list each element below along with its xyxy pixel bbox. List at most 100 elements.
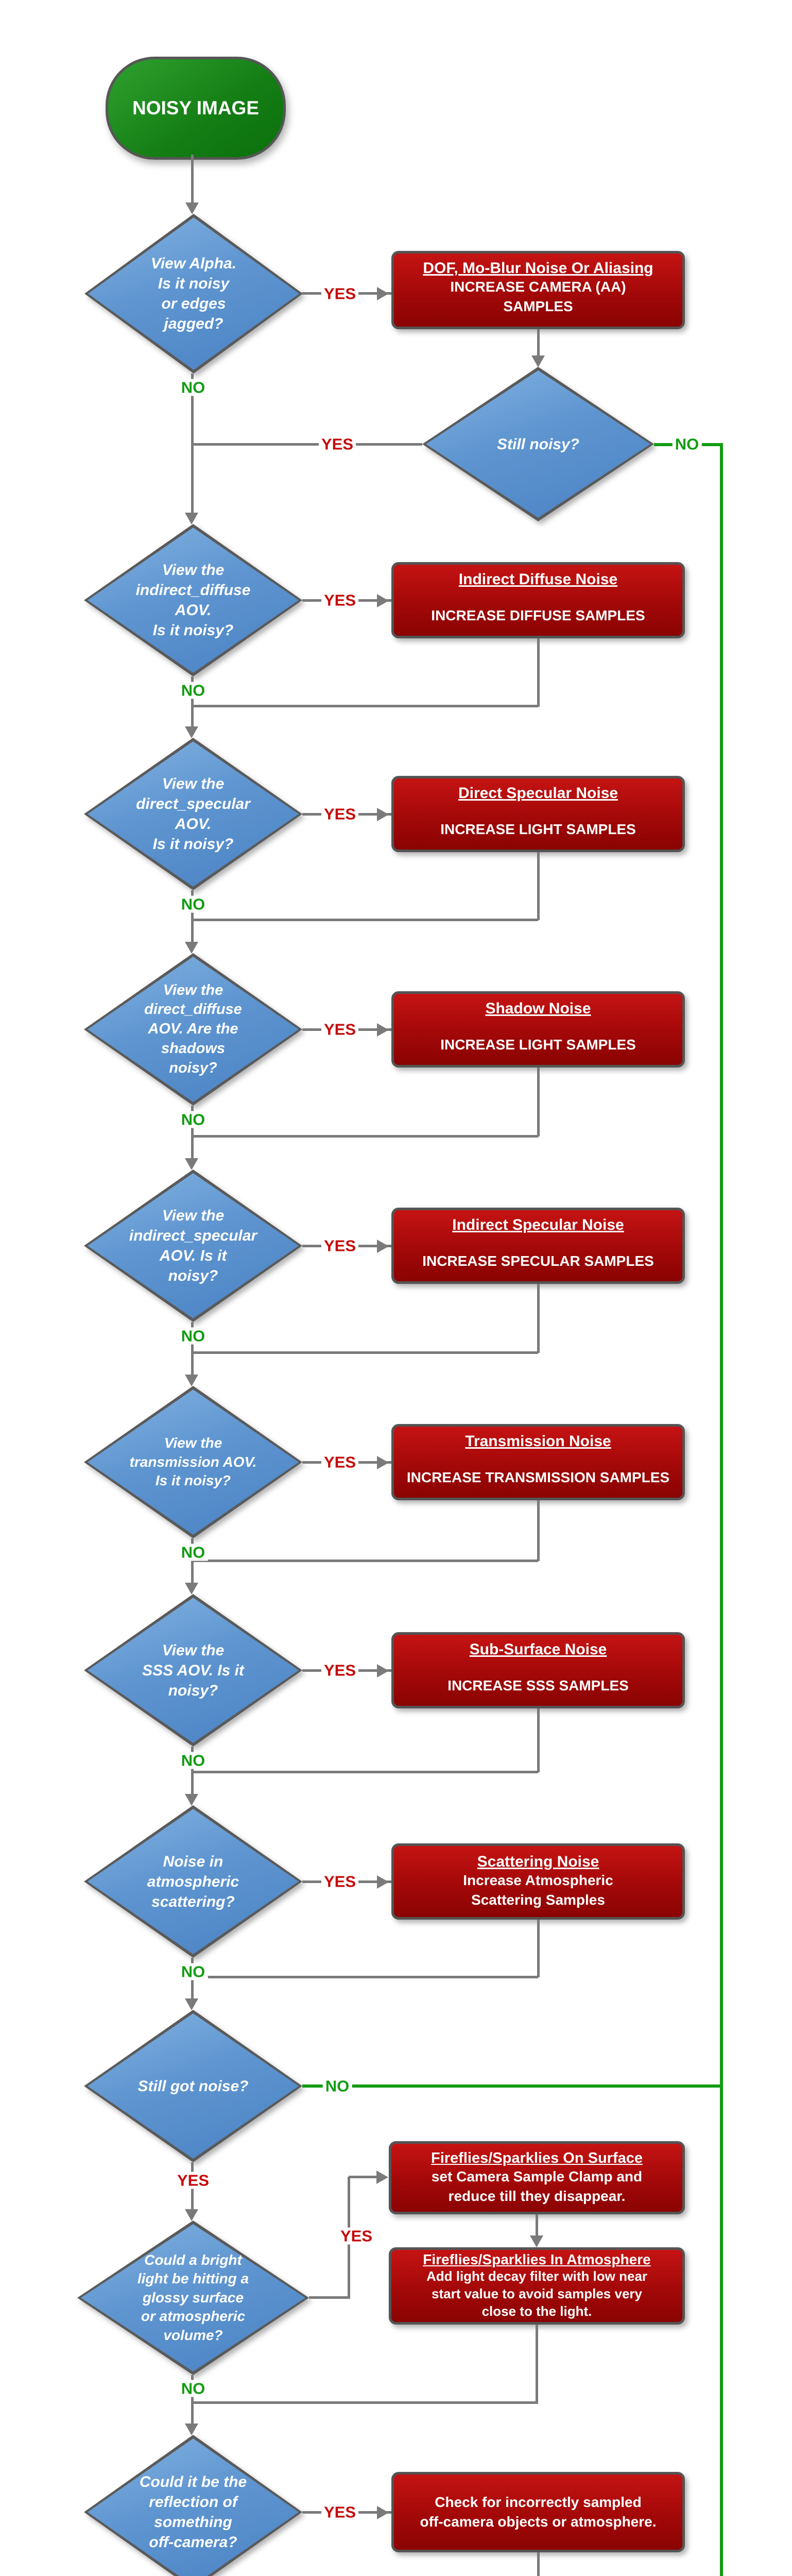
label-no-transmission: NO <box>178 1544 208 1561</box>
arrowhead <box>377 287 389 300</box>
arrowhead <box>185 2424 198 2435</box>
connector <box>537 2552 540 2576</box>
box-off-camera-body: Check for incorrectly sampled off-camera… <box>420 2494 657 2530</box>
connector <box>537 638 540 707</box>
diamond-still-got-noise-1-text: Still got noise? <box>137 2077 249 2095</box>
arrowhead <box>377 1875 389 1889</box>
diamond-scattering: Noise in atmospheric scattering? <box>84 1805 302 1958</box>
diamond-scattering-text: Noise in atmospheric scattering? <box>147 1853 239 1910</box>
box-dof-title: DOF, Mo-Blur Noise Or Aliasing <box>423 260 653 277</box>
box-fireflies-surface-body: set Camera Sample Clamp and reduce till … <box>431 2168 643 2204</box>
diamond-still-noisy: Still noisy? <box>422 367 654 521</box>
connector-green <box>302 2084 722 2088</box>
box-scattering: Scattering Noise Increase Atmospheric Sc… <box>391 1843 685 1920</box>
arrowhead <box>185 202 199 214</box>
label-yes-reflection: YES <box>321 2503 359 2521</box>
box-indirect-diffuse-body: INCREASE DIFFUSE SAMPLES <box>431 607 645 624</box>
connector <box>192 705 538 707</box>
connector <box>191 676 194 727</box>
connector <box>537 1920 540 1977</box>
connector <box>536 2325 538 2403</box>
box-indirect-diffuse-title: Indirect Diffuse Noise <box>458 571 618 588</box>
arrowhead <box>531 355 545 367</box>
diamond-direct-diffuse-text: View the direct_diffuse AOV. Are the sha… <box>144 981 242 1076</box>
connector <box>537 1708 540 1772</box>
box-fireflies-atmosphere-title: Fireflies/Sparklies In Atmosphere <box>423 2251 651 2268</box>
connector <box>192 1351 538 1354</box>
label-no-still-got-noise-1: NO <box>322 2077 352 2095</box>
connector <box>192 443 422 446</box>
box-sss-title: Sub-Surface Noise <box>469 1641 607 1658</box>
arrowhead <box>377 808 389 821</box>
connector <box>537 1284 540 1353</box>
connector <box>191 1747 194 1794</box>
connector <box>537 1500 540 1561</box>
box-sss-body: INCREASE SSS SAMPLES <box>447 1677 629 1694</box>
diamond-reflection: Could it be the reflection of something … <box>84 2435 302 2576</box>
diamond-reflection-text: Could it be the reflection of something … <box>139 2473 247 2551</box>
connector <box>191 1322 194 1375</box>
label-yes-bright-light: YES <box>337 2227 375 2245</box>
connector <box>191 2375 194 2424</box>
label-no-scattering: NO <box>178 1963 208 1980</box>
box-indirect-specular-title: Indirect Specular Noise <box>452 1216 624 1233</box>
label-yes-still-noisy: YES <box>318 435 356 453</box>
arrowhead <box>530 2235 543 2247</box>
box-fireflies-surface: Fireflies/Sparklies On Surface set Camer… <box>389 2141 685 2214</box>
box-sss: Sub-Surface Noise INCREASE SSS SAMPLES <box>391 1632 685 1708</box>
label-yes-sss: YES <box>321 1662 359 1679</box>
arrowhead <box>185 513 198 524</box>
box-direct-specular: Direct Specular Noise INCREASE LIGHT SAM… <box>391 776 685 852</box>
box-transmission-body: INCREASE TRANSMISSION SAMPLES <box>406 1469 670 1486</box>
box-fireflies-atmosphere: Fireflies/Sparklies In Atmosphere Add li… <box>389 2247 685 2325</box>
diamond-still-noisy-text: Still noisy? <box>496 435 580 453</box>
label-no-direct-specular: NO <box>178 895 208 913</box>
connector <box>537 329 540 356</box>
arrowhead <box>377 2506 389 2519</box>
diamond-indirect-diffuse-text: View the indirect_diffuse AOV. Is it noi… <box>135 562 251 639</box>
diamond-indirect-specular-text: View the indirect_specular AOV. Is it no… <box>129 1207 257 1284</box>
diamond-sss: View the SSS AOV. Is it noisy? <box>84 1594 302 1747</box>
label-no-indirect-specular: NO <box>178 1327 208 1345</box>
diamond-direct-specular-text: View the direct_specular AOV. Is it nois… <box>136 775 250 853</box>
diamond-sss-text: View the SSS AOV. Is it noisy? <box>142 1641 244 1699</box>
connector <box>191 155 194 203</box>
box-scattering-body: Increase Atmospheric Scattering Samples <box>463 1872 613 1908</box>
box-shadow-body: INCREASE LIGHT SAMPLES <box>440 1037 636 1053</box>
box-off-camera: Check for incorrectly sampled off-camera… <box>391 2472 685 2552</box>
box-transmission: Transmission Noise INCREASE TRANSMISSION… <box>391 1424 685 1500</box>
label-yes-scattering: YES <box>321 1873 359 1890</box>
connector <box>537 852 540 920</box>
box-indirect-specular: Indirect Specular Noise INCREASE SPECULA… <box>391 1208 685 1284</box>
box-indirect-specular-body: INCREASE SPECULAR SAMPLES <box>422 1253 654 1269</box>
diamond-still-got-noise-1: Still got noise? <box>84 2010 302 2162</box>
diamond-transmission-text: View the transmission AOV. Is it noisy? <box>129 1435 257 1489</box>
connector-green-rail <box>720 443 723 2576</box>
diamond-alpha: View Alpha. Is it noisy or edges jagged? <box>84 214 303 374</box>
arrowhead <box>377 1023 389 1037</box>
box-direct-specular-title: Direct Specular Noise <box>458 785 618 802</box>
diamond-alpha-text: View Alpha. Is it noisy or edges jagged? <box>150 255 237 332</box>
start-node: NOISY IMAGE <box>106 57 286 160</box>
box-direct-specular-body: INCREASE LIGHT SAMPLES <box>440 821 636 838</box>
connector <box>192 2401 538 2404</box>
box-shadow: Shadow Noise INCREASE LIGHT SAMPLES <box>391 991 685 1067</box>
connector <box>192 1976 538 1978</box>
label-yes-direct-diffuse: YES <box>321 1021 359 1038</box>
box-transmission-title: Transmission Noise <box>465 1433 611 1450</box>
arrowhead <box>185 2209 198 2221</box>
label-no-indirect-diffuse: NO <box>178 682 208 699</box>
box-dof-body: INCREASE CAMERA (AA) SAMPLES <box>450 279 626 315</box>
diamond-indirect-diffuse: View the indirect_diffuse AOV. Is it noi… <box>84 524 302 676</box>
arrowhead <box>376 2171 388 2184</box>
arrowhead <box>185 726 198 738</box>
arrowhead <box>377 1664 389 1677</box>
diamond-direct-diffuse: View the direct_diffuse AOV. Are the sha… <box>84 953 302 1106</box>
diamond-bright-light-text: Could a bright light be hitting a glossy… <box>137 2252 249 2343</box>
label-no-still-noisy: NO <box>672 435 702 453</box>
box-fireflies-atmosphere-body: Add light decay filter with low near sta… <box>426 2268 648 2319</box>
connector <box>191 374 194 514</box>
label-no-direct-diffuse: NO <box>178 1111 208 1128</box>
box-fireflies-surface-title: Fireflies/Sparklies On Surface <box>431 2149 643 2166</box>
arrowhead <box>185 1583 198 1595</box>
